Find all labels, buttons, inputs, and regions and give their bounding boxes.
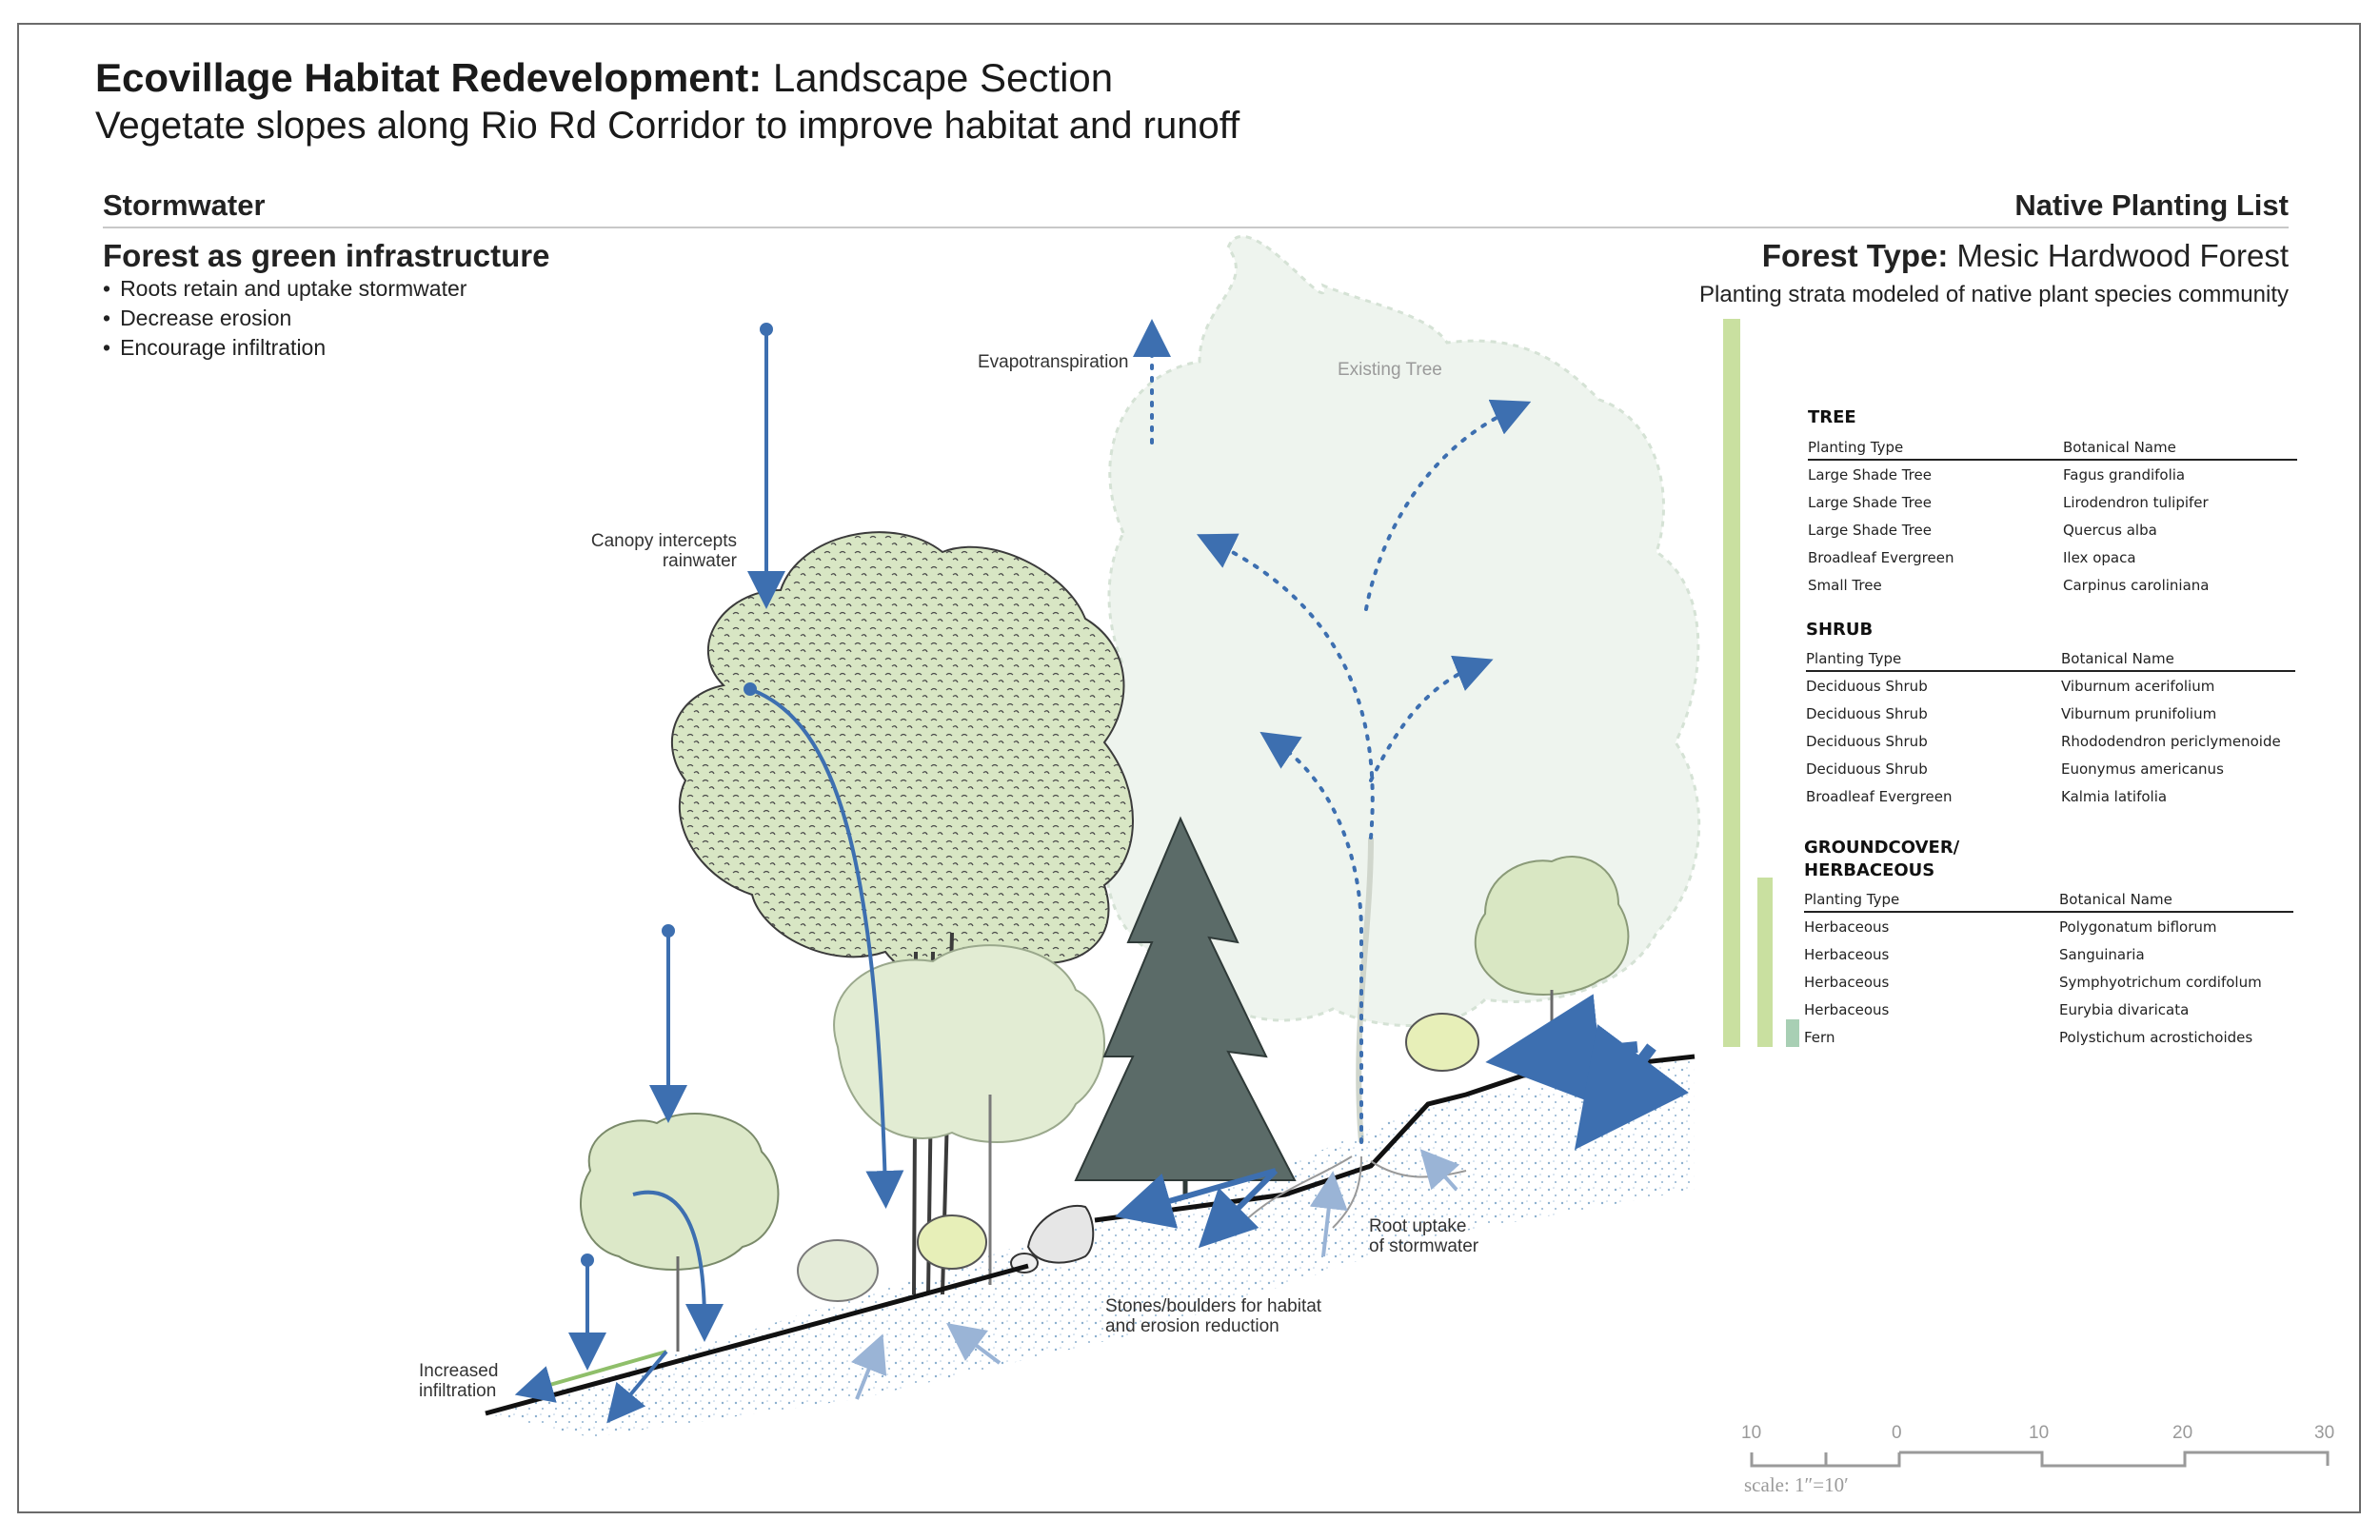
groundcover-category-title: GROUNDCOVER/ HERBACEOUS — [1804, 837, 1959, 882]
small-tree-right — [1474, 856, 1630, 1076]
groundcover-row-name: Polystichum acrostichoides — [2059, 1029, 2253, 1046]
tree-row-type: Broadleaf Evergreen — [1808, 549, 1954, 566]
forest-infrastructure-heading: Forest as green infrastructure — [103, 238, 550, 273]
understory-tree-small — [580, 1113, 780, 1352]
tree-category-title: TREE — [1808, 407, 1856, 427]
forest-type: Forest Type: Mesic Hardwood Forest — [1761, 238, 2289, 273]
page-subtitle: Vegetate slopes along Rio Rd Corridor to… — [95, 105, 1240, 147]
stones-label-line: and erosion reduction — [1105, 1316, 1279, 1336]
groundcover-row-type: Fern — [1804, 1029, 1835, 1046]
strata-bar-groundcover — [1786, 1019, 1799, 1047]
infiltration-label: Increased infiltration — [419, 1361, 498, 1401]
shrub-row-type: Broadleaf Evergreen — [1806, 788, 1953, 805]
tree-row-name: Lirodendron tulipifer — [2063, 494, 2209, 511]
groundcover-row-type: Herbaceous — [1804, 974, 1890, 991]
scale-label: scale: 1″=10′ — [1744, 1473, 1849, 1496]
groundcover-row-name: Polygonatum biflorum — [2059, 918, 2217, 936]
stones-label-line: Stones/boulders for habitat — [1105, 1296, 1322, 1316]
shrub-row-name: Viburnum prunifolium — [2061, 705, 2217, 722]
deciduous-tree-large — [670, 531, 1134, 1295]
section-stormwater: Stormwater — [103, 188, 266, 222]
infiltration-label-line: infiltration — [419, 1381, 497, 1401]
scale-tick-label: 20 — [2172, 1423, 2193, 1443]
groundcover-row-type: Herbaceous — [1804, 946, 1890, 963]
page-title: Ecovillage Habitat Redevelopment: Landsc… — [95, 55, 1114, 100]
tree-row-name: Ilex opaca — [2063, 549, 2136, 566]
benefit-item: Encourage infiltration — [103, 333, 466, 363]
tree-header-rule — [1808, 459, 2297, 461]
evapotranspiration-label: Evapotranspiration — [978, 352, 1129, 372]
groundcover-row-type: Herbaceous — [1804, 918, 1890, 936]
boulder — [1026, 1204, 1095, 1264]
tree-col-type: Planting Type — [1808, 439, 1904, 456]
tree-col-botanical: Botanical Name — [2063, 439, 2176, 456]
shrub-header-rule — [1806, 670, 2295, 672]
root-uptake-label: Root uptake of stormwater — [1369, 1216, 1478, 1256]
evapotranspiration-arrows — [1133, 319, 1532, 1144]
groundcover-header-rule — [1804, 911, 2293, 913]
shrub — [1405, 1013, 1479, 1072]
shrub-col-type: Planting Type — [1806, 650, 1902, 667]
groundcover-col-type: Planting Type — [1804, 891, 1900, 908]
shrub-category-title: SHRUB — [1806, 620, 1874, 640]
header-divider — [103, 227, 2289, 228]
scale-tick-label: 30 — [2314, 1423, 2335, 1443]
shrub-row-type: Deciduous Shrub — [1806, 705, 1928, 722]
scale-tick-label: 0 — [1892, 1423, 1902, 1443]
groundcover-row-name: Sanguinaria — [2059, 946, 2145, 963]
groundcover-title-line: HERBACEOUS — [1804, 860, 1935, 880]
groundcover-row-type: Herbaceous — [1804, 1001, 1890, 1018]
tree-row-type: Large Shade Tree — [1808, 466, 1932, 484]
benefit-item: Roots retain and uptake stormwater — [103, 274, 466, 304]
strata-bar-shrub — [1757, 878, 1773, 1047]
benefit-list: Roots retain and uptake stormwater Decre… — [103, 274, 466, 363]
shrub — [797, 1239, 879, 1302]
groundcover-title-line: GROUNDCOVER/ — [1804, 838, 1960, 858]
groundcover-row-name: Symphyotrichum cordifolum — [2059, 974, 2262, 991]
tree-row-type: Small Tree — [1808, 577, 1882, 594]
shrub-row-type: Deciduous Shrub — [1806, 760, 1928, 778]
scale-bar — [1750, 1451, 2330, 1468]
groundcover-col-botanical: Botanical Name — [2059, 891, 2172, 908]
shrub-row-name: Viburnum acerifolium — [2061, 678, 2215, 695]
shrub-row-type: Deciduous Shrub — [1806, 733, 1928, 750]
shrub — [917, 1214, 987, 1270]
shrub-col-botanical: Botanical Name — [2061, 650, 2174, 667]
tree-row-type: Large Shade Tree — [1808, 522, 1932, 539]
section-native-planting: Native Planting List — [2014, 188, 2289, 222]
drawing-frame — [17, 23, 2361, 1513]
tree-row-name: Quercus alba — [2063, 522, 2157, 539]
strata-bar-tree — [1723, 319, 1740, 1047]
shrub-row-name: Euonymus americanus — [2061, 760, 2224, 778]
scale-tick-label: 10 — [2029, 1423, 2050, 1443]
benefit-item: Decrease erosion — [103, 304, 466, 333]
shrub-row-type: Deciduous Shrub — [1806, 678, 1928, 695]
root-uptake-label-line: of stormwater — [1369, 1236, 1479, 1256]
root-uptake-label-line: Root uptake — [1369, 1216, 1467, 1236]
existing-tree-label: Existing Tree — [1338, 360, 1442, 380]
stormwater-arrows — [514, 323, 1689, 1424]
stones-label: Stones/boulders for habitat and erosion … — [1105, 1296, 1321, 1336]
deciduous-tree-medium — [833, 944, 1105, 1285]
tree-row-name: Fagus grandifolia — [2063, 466, 2186, 484]
shrub-row-name: Rhododendron periclymenoide — [2061, 733, 2281, 750]
groundcover-row-name: Eurybia divaricata — [2059, 1001, 2190, 1018]
canopy-label-line: Canopy intercepts — [590, 531, 737, 551]
strata-note: Planting strata modeled of native plant … — [1699, 282, 2289, 307]
shrub-row-name: Kalmia latifolia — [2061, 788, 2168, 805]
tree-row-type: Large Shade Tree — [1808, 494, 1932, 511]
canopy-label: Canopy intercepts rainwater — [569, 531, 737, 571]
scale-tick-label: 10 — [1741, 1423, 1762, 1443]
root-uptake-arrows — [851, 1149, 1460, 1400]
tree-row-name: Carpinus caroliniana — [2063, 577, 2210, 594]
canopy-label-line: rainwater — [662, 551, 737, 571]
infiltration-label-line: Increased — [419, 1361, 499, 1381]
